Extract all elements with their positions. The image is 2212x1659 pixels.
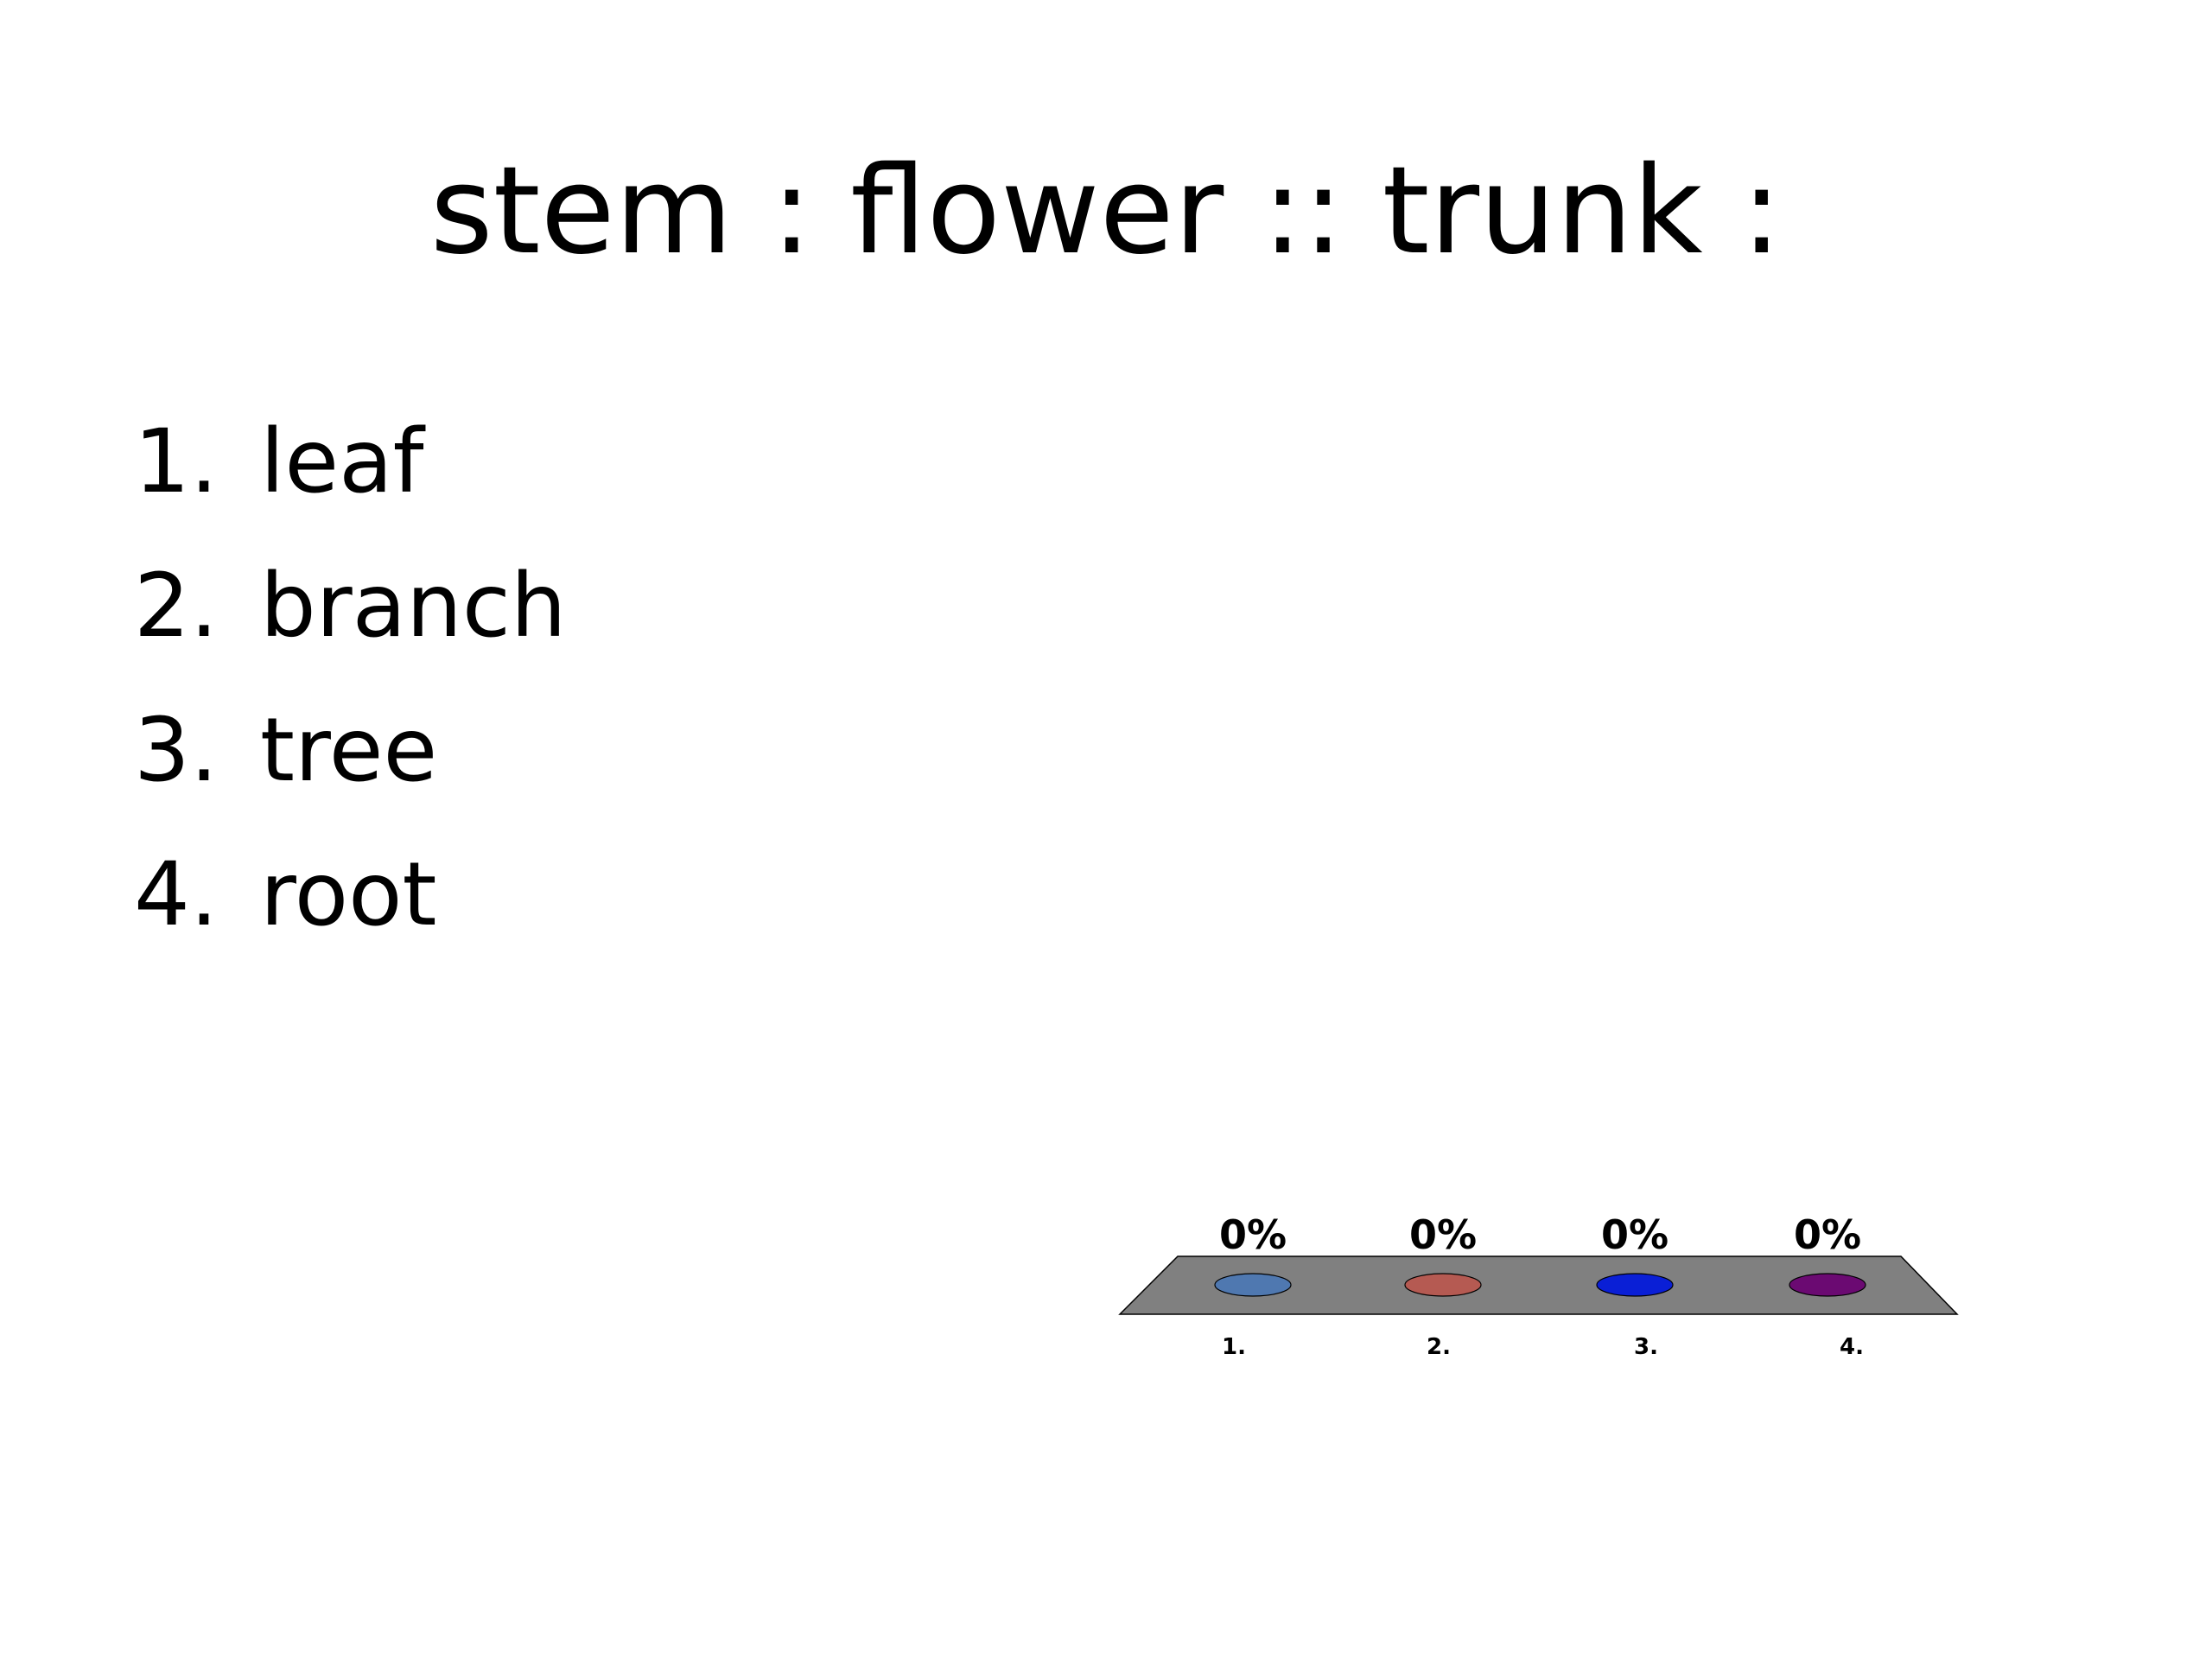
answer-number: 2. (134, 555, 219, 658)
x-tick-label: 3. (1634, 1334, 1658, 1360)
answer-text: tree (260, 699, 438, 802)
slide-title: stem : flower :: trunk : (429, 141, 1783, 282)
answer-option-3: 3. tree (134, 686, 998, 830)
answer-text: branch (260, 555, 567, 658)
bar (1789, 1273, 1866, 1297)
response-chart: 0% 1. 0% 2. 0% 3. 0% 4. (1118, 1188, 1961, 1374)
chart-floor (1118, 1255, 1959, 1315)
answer-number: 4. (134, 843, 219, 946)
answer-option-2: 2. branch (134, 542, 998, 686)
answer-number: 1. (134, 410, 219, 513)
bar (1214, 1273, 1292, 1297)
bar (1404, 1273, 1482, 1297)
data-label: 0% (1219, 1211, 1287, 1258)
response-chart-svg: 0% 1. 0% 2. 0% 3. 0% 4. (1118, 1211, 1959, 1360)
answer-option-4: 4. root (134, 830, 998, 975)
answer-number: 3. (134, 699, 219, 802)
answer-option-1: 1. leaf (134, 397, 998, 542)
data-label: 0% (1409, 1211, 1477, 1258)
answer-text: leaf (260, 410, 424, 513)
x-tick-label: 1. (1222, 1334, 1246, 1360)
data-label: 0% (1794, 1211, 1861, 1258)
answer-text: root (260, 843, 437, 946)
bar (1596, 1273, 1674, 1297)
data-label: 0% (1601, 1211, 1669, 1258)
x-tick-label: 4. (1840, 1334, 1864, 1360)
x-tick-label: 2. (1427, 1334, 1451, 1360)
answer-list: 1. leaf 2. branch 3. tree 4. root (134, 397, 998, 975)
